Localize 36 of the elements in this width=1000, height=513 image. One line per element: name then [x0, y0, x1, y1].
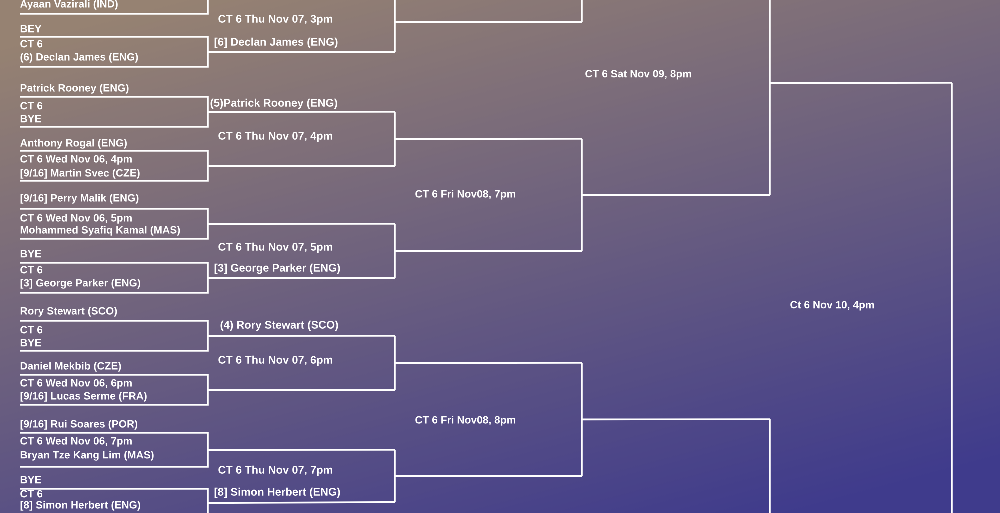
match-bracket: Rory Stewart (SCO) CT 6 BYE [20, 307, 209, 352]
bracket-line [208, 502, 396, 504]
match-bracket: BEY CT 6 (6) Declan James (ENG) [20, 25, 209, 68]
bracket-line [395, 475, 582, 478]
match-bracket: CT 6 Fri Nov08, 8pm [416, 363, 583, 476]
match-bracket: [9/16] Rui Soares (POR) CT 6 Wed Nov 06, 7pm Bryan Tze Kang Lim (MAS) [20, 420, 209, 468]
match-bracket: Ayaan Vazirali (IND) [20, 0, 209, 15]
bracket-line [395, 138, 582, 140]
match-bracket: CT 6 Thu Nov 07, 3pm [6] Declan James (ENG) [214, 0, 396, 52]
match-bracket: Ct 6 Nov 10, 4pm [790, 83, 953, 513]
bracket-line [208, 223, 396, 226]
match-bracket: Daniel Mekbib (CZE) CT 6 Wed Nov 06, 6pm [9/16] Lucas Serme (FRA) [20, 362, 209, 406]
match-bracket: CT 6 Thu Nov 07, 7pm [8] Simon Herbert (ENG) [214, 450, 396, 502]
bracket-line [208, 335, 396, 338]
bracket-line [208, 165, 396, 168]
bracket-line [395, 362, 582, 364]
bracket-line [208, 449, 396, 452]
bracket-line [582, 418, 770, 421]
bracket-line [208, 277, 396, 280]
match-bracket: CT 6 Fri Nov08, 7pm [416, 139, 583, 251]
match-bracket: CT 6 Sat Nov 09, 8pm [586, 0, 771, 195]
bracket-line [208, 51, 396, 54]
match-bracket: (5)Patrick Rooney (ENG) CT 6 Thu Nov 07, 4pm [210, 98, 396, 166]
match-bracket: Anthony Rogal (ENG) CT 6 Wed Nov 06, 4pm [9/16] Martin Svec (CZE) [20, 139, 209, 182]
bracket-line [208, 389, 396, 392]
bracket-line [582, 194, 770, 196]
match-bracket: Patrick Rooney (ENG) CT 6 BYE [20, 84, 209, 128]
match-bracket: (4) Rory Stewart (SCO) CT 6 Thu Nov 07, 6pm [218, 320, 396, 390]
match-bracket: BYE CT 6 [3] George Parker (ENG) [20, 250, 209, 294]
bracket-line [395, 21, 582, 24]
bracket-line [395, 250, 582, 252]
match-bracket: BYE CT 6 [8] Simon Herbert (ENG) [20, 476, 209, 513]
bracket-line [208, 111, 396, 114]
match-bracket: CT 6 Thu Nov 07, 5pm [3] George Parker (ENG) [214, 224, 396, 278]
bracket-line [770, 82, 952, 84]
match-bracket: [9/16] Perry Malik (ENG) CT 6 Wed Nov 06, 5pm Mohammed Syafiq Kamal (MAS) [20, 194, 209, 240]
